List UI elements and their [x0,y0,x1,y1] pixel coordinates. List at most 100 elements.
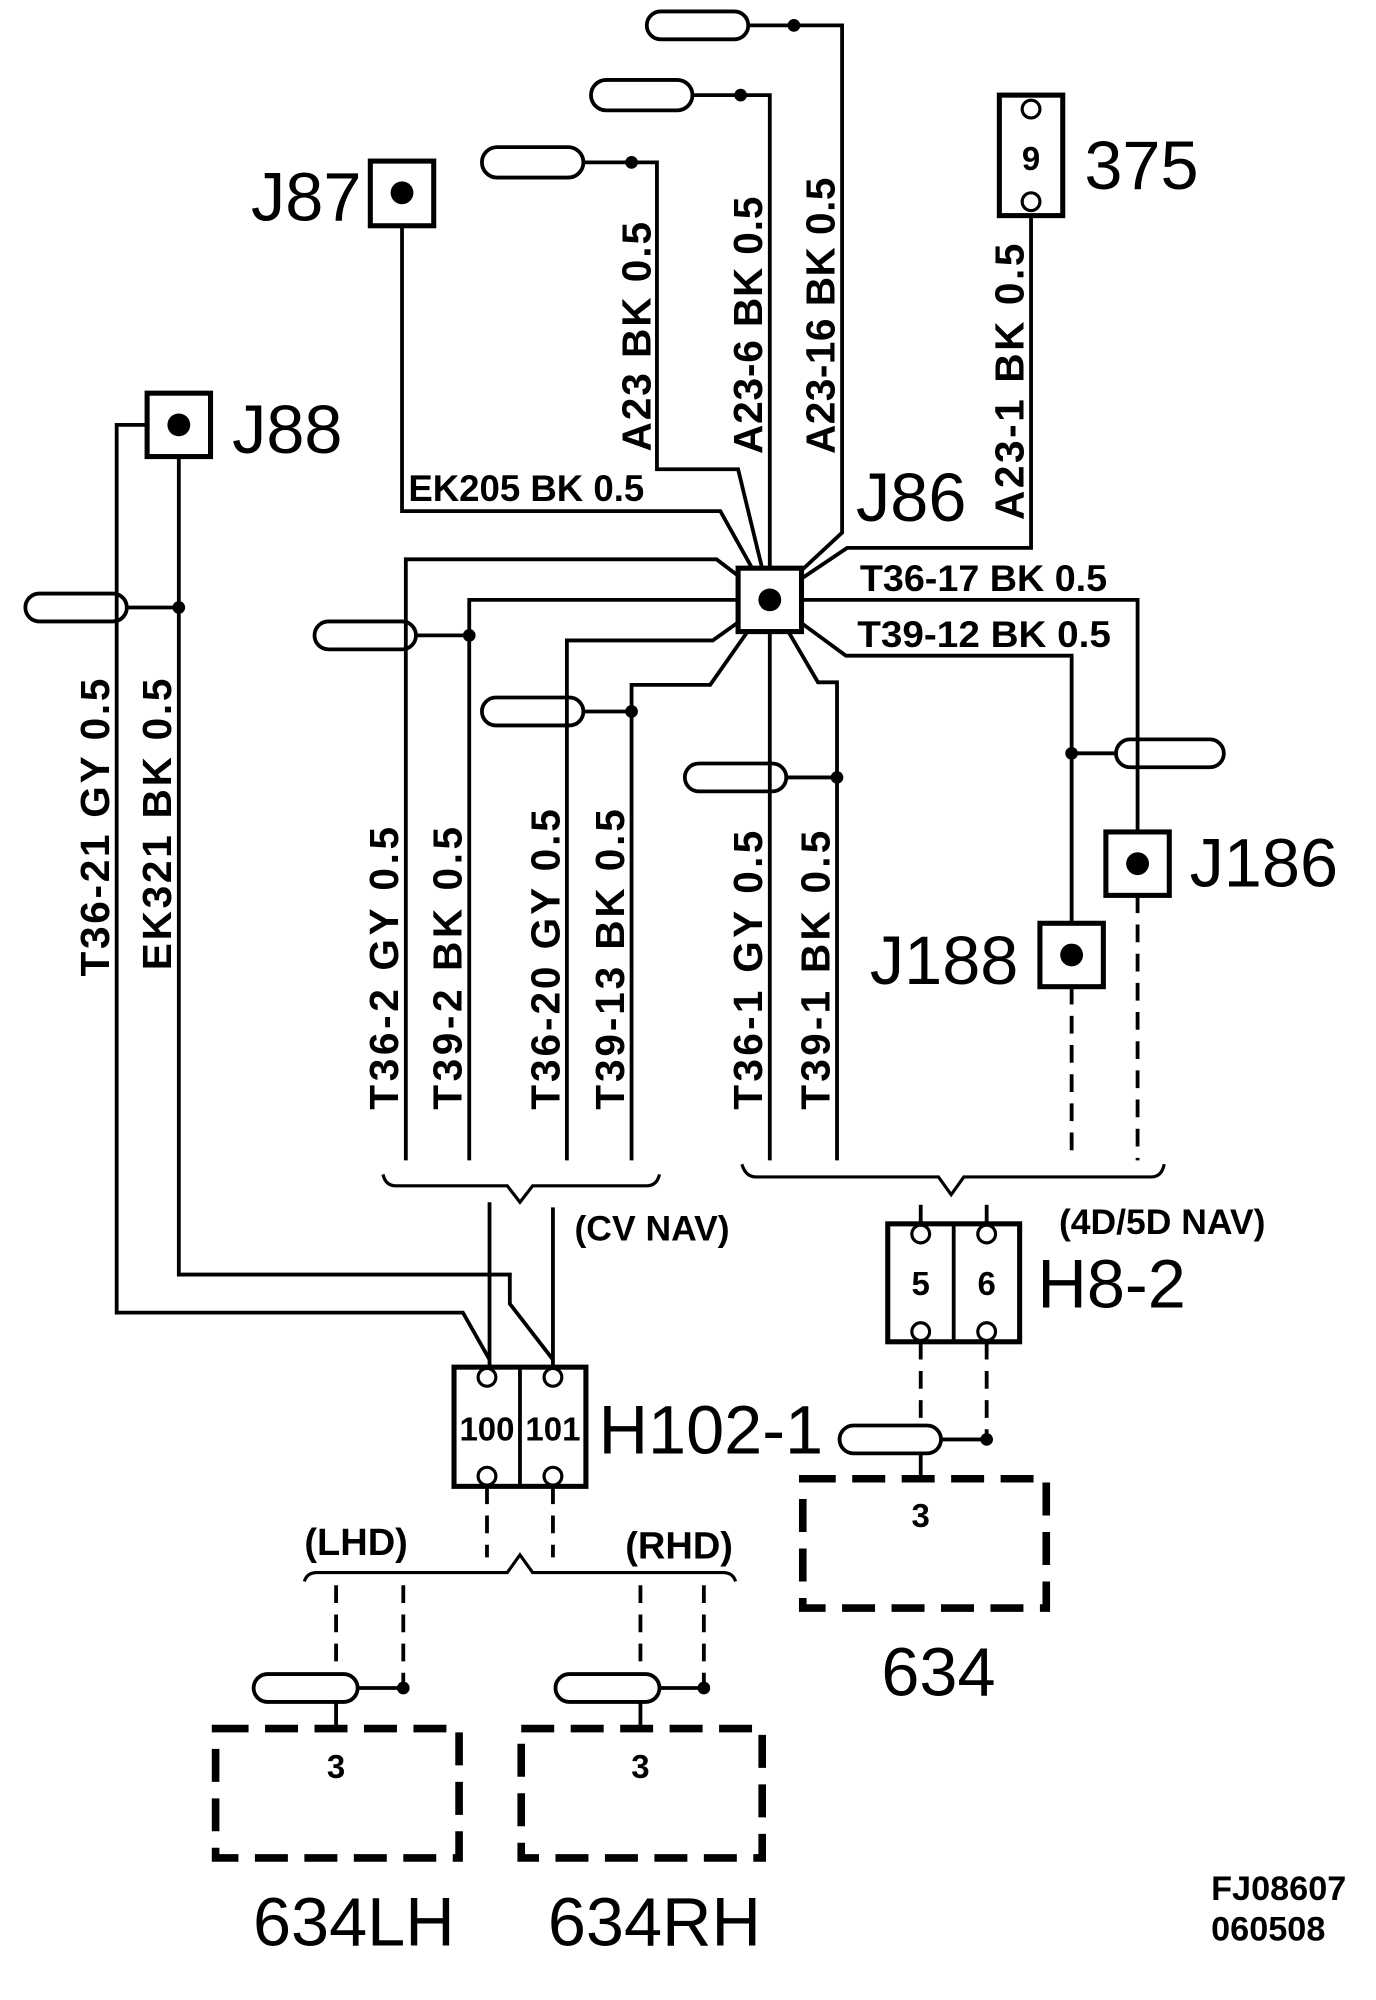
component-634rh: 3 634RH [517,1724,766,1960]
wire-t39-1 [768,598,839,1161]
c375-pin-top [1020,98,1042,120]
wire-a23-16 [768,23,844,602]
splice-dot-right [1065,746,1078,760]
c375-label: 375 [1084,127,1198,204]
group-label-4d5d-nav: (4D/5D NAV) [1059,1202,1265,1242]
connector-j86: J86 [735,459,966,635]
h8-2-pin-6-bottom [976,1321,998,1343]
wire-label-a23-6: A23-6 BK 0.5 [725,197,771,454]
shield-top-1 [644,9,751,42]
splice-dot-634 [980,1433,994,1446]
h8-2-pin-5-top [910,1223,932,1245]
wire-ek205 [400,225,772,601]
j87-terminal-dot [390,181,414,205]
wire-label-t36-2: T36-2 GY 0.5 [361,827,407,1110]
j186-terminal-dot [1126,852,1149,876]
splice-dot-634lh [396,1681,410,1695]
splice-dot-top-3 [625,156,638,169]
wire-t39-13 [629,598,772,1161]
j88-terminal-dot [167,413,191,437]
h8-2-label: H8-2 [1037,1246,1185,1323]
h8-2-pin-5-number: 5 [912,1265,930,1302]
c634lh-pin-number: 3 [327,1748,345,1785]
h102-1-pin-100-number: 100 [459,1411,514,1448]
group-label-lhd: (LHD) [304,1522,408,1564]
c634rh-label: 634RH [548,1883,761,1960]
splice-dot-mid [830,771,844,784]
h102-1-pin-101-bottom [542,1465,564,1487]
c634-label: 634 [881,1634,995,1711]
shield-right [1114,737,1226,770]
wire-label-t39-1: T39-1 BK 0.5 [792,831,838,1110]
splice-dot-left-1 [462,629,476,642]
wire-label-t36-17: T36-17 BK 0.5 [860,558,1107,599]
shield-top-3 [480,145,586,180]
j86-terminal-dot [758,588,782,612]
shield-634 [837,1423,943,1456]
connector-j186: J186 [1103,824,1338,901]
shield-left-1 [312,619,418,652]
wire-label-ek205: EK205 BK 0.5 [408,468,644,509]
shield-top-2 [589,78,695,113]
shield-j88 [23,591,129,624]
j88-label: J88 [232,391,342,468]
component-634: 3 634 [798,1474,1051,1711]
connector-375: 9 375 [996,92,1199,219]
wire-a23 [631,160,772,601]
j188-terminal-dot [1060,943,1084,967]
wire-label-t36-20: T36-20 GY 0.5 [522,809,568,1110]
wire-a23-6 [740,93,772,600]
wire-label-t39-2: T39-2 BK 0.5 [425,827,471,1110]
c634rh-dashed-box [517,1724,766,1862]
wire-t36-17 [769,597,1140,832]
h102-1-pin-100-top [476,1366,498,1388]
wire-t39-2 [467,597,770,1161]
h8-2-pin-6-top [976,1223,998,1245]
c634-pin-number: 3 [912,1497,930,1534]
wire-a23-1 [768,210,1033,602]
j186-label: J186 [1190,824,1338,901]
shield-634rh [553,1672,662,1704]
h8-2-pin-6-number: 6 [977,1265,995,1302]
wire-label-t39-13: T39-13 BK 0.5 [587,809,633,1110]
brace-4d5d-nav [740,1163,1166,1198]
wire-t39-12 [768,598,1074,924]
j188-label: J188 [870,922,1018,999]
wire-label-a23-16: A23-16 BK 0.5 [797,178,843,454]
c634-dashed-box [798,1474,1051,1612]
c375-pin-bottom [1020,191,1042,213]
group-label-rhd: (RHD) [625,1526,733,1568]
c634lh-dashed-box [211,1724,463,1862]
h102-1-pin-101-top [542,1366,564,1388]
wire-label-t36-21: T36-21 GY 0.5 [72,679,118,977]
connector-h102-1: 100 101 H102-1 [451,1364,824,1489]
group-label-cv-nav: (CV NAV) [574,1208,729,1248]
connector-j87: J87 [251,158,437,236]
shield-634lh [251,1672,360,1704]
c375-pin-number: 9 [1022,140,1040,177]
c634rh-pin-number: 3 [631,1748,649,1785]
connector-h8-2: 5 6 H8-2 [885,1221,1186,1345]
wire-label-ek321: EK321 BK 0.5 [134,679,180,971]
footer-line-2: 060508 [1211,1910,1325,1948]
j87-label: J87 [251,159,361,236]
h102-1-pin-101-number: 101 [525,1411,580,1448]
connector-j188: J188 [870,920,1106,999]
splice-dot-j88 [172,601,186,614]
connector-j88: J88 [144,390,342,468]
splice-dot-left-2 [625,705,638,718]
wire-t36-21 [114,422,492,1361]
j86-label: J86 [856,459,966,536]
h102-1-pin-100-bottom [476,1465,498,1487]
footer-line-1: FJ08607 [1211,1870,1346,1908]
splice-dot-634rh [697,1681,711,1695]
wire-ek321 [176,456,555,1361]
wire-label-a23-1: A23-1 BK 0.5 [986,244,1032,520]
wire-label-t36-1: T36-1 GY 0.5 [725,831,771,1110]
c634lh-label: 634LH [253,1883,455,1960]
brace-lhd-rhd [302,1552,738,1582]
h102-1-label: H102-1 [599,1391,824,1468]
h8-2-pin-5-bottom [910,1321,932,1343]
wire-label-a23: A23 BK 0.5 [614,222,660,452]
